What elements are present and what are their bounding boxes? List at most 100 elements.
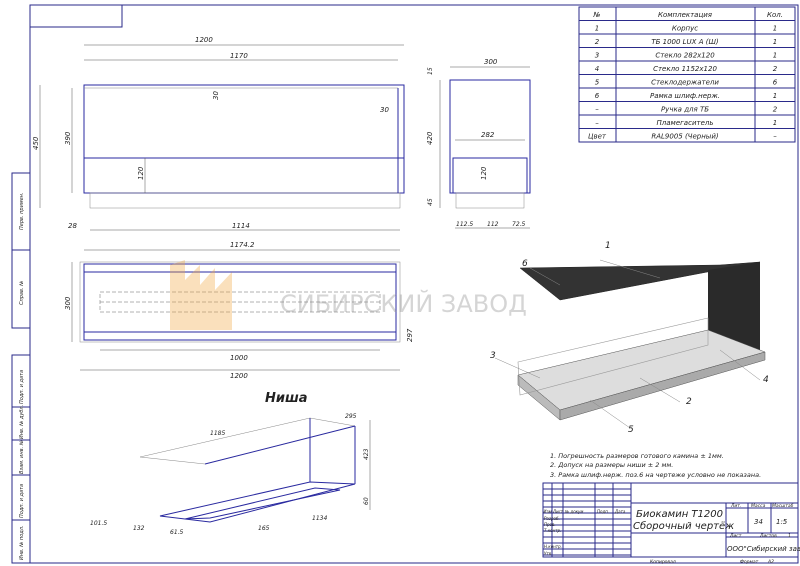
plan-view: 1174.2 300 297 1000 1200 <box>64 241 414 380</box>
dim-label: 423 <box>363 448 370 460</box>
dim-label: 300 <box>484 58 498 66</box>
table-cell: Стекло 282х120 <box>655 52 715 60</box>
table-cell: 1 <box>773 52 777 60</box>
dim-label: 101.5 <box>90 520 107 527</box>
callout-label: 6 <box>522 259 528 269</box>
table-cell: Рамка шлиф.нерж. <box>650 92 720 100</box>
iso-view: 1 6 3 4 2 5 <box>490 241 769 435</box>
callout-label: 1 <box>605 241 611 251</box>
dim-label: 120 <box>137 166 145 180</box>
table-cell: Корпус <box>672 25 698 33</box>
table-cell: Стеклодержатели <box>651 79 719 87</box>
table-cell: 3 <box>595 52 599 60</box>
mass-value: 34 <box>754 518 763 526</box>
col-header: Изм <box>544 509 552 514</box>
dim-label: 1114 <box>232 222 250 230</box>
side-view: 300 15 420 282 120 45 112.5 112 72.5 <box>426 58 531 229</box>
dim-label: 120 <box>480 166 488 180</box>
dim-label: 1000 <box>230 354 248 362</box>
copied-label: Копировал <box>650 559 676 565</box>
dim-label: 1200 <box>230 372 248 380</box>
strip-label: Справ. № <box>19 281 25 305</box>
table-cell: Стекло 1152х120 <box>653 65 717 73</box>
front-view: 1200 1170 30 30 450 390 120 28 1114 <box>32 36 405 231</box>
strip-label: Подп. и дата <box>19 484 25 518</box>
dim-label: 1170 <box>230 52 248 60</box>
role: Т.контр. <box>544 528 561 533</box>
dim-label: 45 <box>427 198 434 206</box>
col-header: № докум. <box>564 509 585 514</box>
dim-label: 390 <box>64 131 72 145</box>
mass-label: Масса <box>751 503 766 509</box>
dim-label: 450 <box>32 136 40 150</box>
table-cell: 1 <box>773 92 777 100</box>
dim-label: 1134 <box>312 515 327 522</box>
table-cell: – <box>595 106 599 114</box>
table-cell: Ручка для ТБ <box>661 106 709 114</box>
col-header: Дата <box>614 509 626 514</box>
dim-label: 300 <box>64 296 72 310</box>
dim-label: 61.5 <box>170 529 184 536</box>
table-cell: 1 <box>595 25 599 33</box>
table-cell: – <box>773 133 777 141</box>
watermark: СИБИРСКИЙ ЗАВОД <box>170 260 527 330</box>
table-header: № <box>592 11 600 19</box>
table-cell: 2 <box>773 65 778 73</box>
dim-label: 165 <box>258 525 270 532</box>
dim-label: 30 <box>212 91 220 100</box>
table-header: Комплектация <box>658 11 712 19</box>
table-cell: 6 <box>773 79 778 87</box>
sheets-label: Листов <box>759 533 777 539</box>
table-cell: 2 <box>595 38 600 46</box>
format-value: А2 <box>767 559 774 565</box>
strip-label: Взам. инв. № <box>19 440 25 474</box>
doc-type: Сборочный чертёж <box>633 520 734 532</box>
dim-label: 28 <box>68 222 77 230</box>
col-header: Лист <box>552 509 564 514</box>
strip-label: Инв. № подл. <box>19 526 25 561</box>
niche-view: Ниша 1185 295 423 60 1134 165 101.5 132 … <box>90 391 371 536</box>
sheet-label: Лист <box>729 533 742 539</box>
dim-label: 132 <box>133 525 145 532</box>
table-cell: 4 <box>595 65 599 73</box>
col-header: Подп. <box>597 509 609 514</box>
table-cell: – <box>595 119 599 127</box>
sheets-value: 1 <box>788 533 791 539</box>
table-cell: ТБ 1000 LUX А (Ш) <box>651 38 719 46</box>
notes: 1. Погрешность размеров готового камина … <box>550 452 761 479</box>
table-cell: 6 <box>595 92 600 100</box>
dim-label: 15 <box>427 67 434 75</box>
callout-label: 5 <box>628 425 634 435</box>
callout-label: 4 <box>763 375 769 385</box>
table-cell: 1 <box>773 119 777 127</box>
note: 2. Допуск на размеры ниши ± 2 мм. <box>550 461 673 469</box>
table-cell: 5 <box>595 79 600 87</box>
side-strip: Перв. примен. Справ. № Подп. и дата Инв.… <box>11 172 31 564</box>
note: 1. Погрешность размеров готового камина … <box>550 452 724 460</box>
product-name: Биокамин T1200 <box>636 509 723 520</box>
sheet-frame <box>29 4 799 564</box>
table-cell: Пламегаситель <box>657 119 714 127</box>
note: 3. Рамка шлиф.нерж. поз.6 на чертеже усл… <box>550 471 761 479</box>
dim-label: 420 <box>426 131 434 145</box>
strip-label: Подп. и дата <box>19 370 25 404</box>
dim-label: 1174.2 <box>230 241 255 249</box>
scale-value: 1:5 <box>776 518 788 526</box>
table-cell: 1 <box>773 25 777 33</box>
dim-label: 1185 <box>210 430 225 437</box>
strip-label: Перв. примен. <box>19 192 25 230</box>
company-name: ООО"Сибирский завод" <box>727 545 800 553</box>
niche-title: Ниша <box>265 391 308 406</box>
dim-label: 282 <box>481 131 495 139</box>
scale-label: Масштаб <box>772 503 794 509</box>
dim-label: 60 <box>363 497 370 505</box>
title-block: Изм Лист № докум. Подп. Дата Разраб. Про… <box>542 482 800 565</box>
table-cell: RAL9005 (Черный) <box>651 133 719 141</box>
table-cell: 1 <box>773 38 777 46</box>
strip-label: Инв. № дубл. <box>19 405 25 439</box>
watermark-text: СИБИРСКИЙ ЗАВОД <box>280 289 527 318</box>
role: Утв. <box>544 551 552 556</box>
dim-label: 295 <box>345 413 357 420</box>
